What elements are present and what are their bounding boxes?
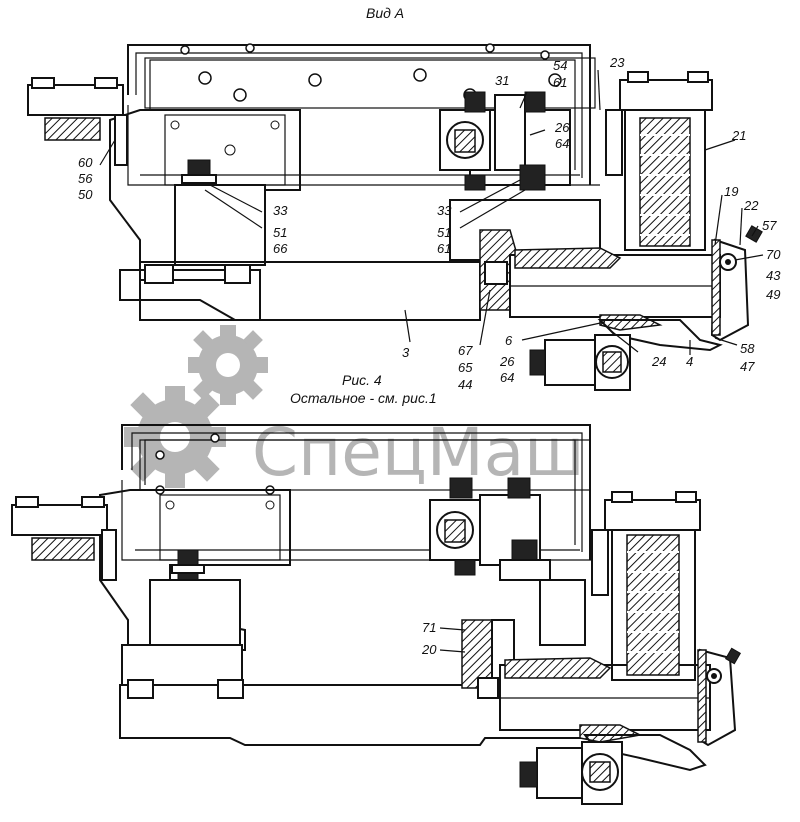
callout-26: 26 xyxy=(554,120,570,135)
callout-21: 21 xyxy=(731,128,746,143)
callout-51-right: 51 xyxy=(437,225,451,240)
callout-57: 57 xyxy=(762,218,777,233)
callout-33: 33 xyxy=(273,203,288,218)
callout-58: 58 xyxy=(740,341,755,356)
top-view: Вид А 54 61 23 31 26 64 21 60 56 50 33 5… xyxy=(27,5,781,392)
callout-31: 31 xyxy=(495,73,509,88)
figure-note: Остальное - см. рис.1 xyxy=(290,390,437,406)
callout-6: 6 xyxy=(505,333,513,348)
callout-56: 56 xyxy=(78,171,93,186)
callout-33-right: 33 xyxy=(437,203,452,218)
callout-65: 65 xyxy=(458,360,473,375)
callout-51: 51 xyxy=(273,225,287,240)
callout-44: 44 xyxy=(458,377,472,392)
bottom-view: 71 20 xyxy=(11,424,742,805)
callout-67: 67 xyxy=(458,343,473,358)
gear-icon xyxy=(188,325,268,405)
figure-caption: Рис. 4 xyxy=(342,372,382,388)
callout-54: 54 xyxy=(553,58,567,73)
callout-3: 3 xyxy=(402,345,410,360)
view-caption: Вид А xyxy=(366,5,404,21)
callout-26-bottom: 26 xyxy=(499,354,515,369)
callout-49: 49 xyxy=(766,287,780,302)
callout-71: 71 xyxy=(422,620,436,635)
callout-19: 19 xyxy=(724,184,738,199)
callout-61: 61 xyxy=(553,75,567,90)
callout-23: 23 xyxy=(609,55,625,70)
callout-64-bottom: 64 xyxy=(500,370,514,385)
callout-43: 43 xyxy=(766,268,781,283)
callout-70: 70 xyxy=(766,247,781,262)
callout-66: 66 xyxy=(273,241,288,256)
callout-50: 50 xyxy=(78,187,93,202)
callout-4: 4 xyxy=(686,354,693,369)
callout-47: 47 xyxy=(740,359,755,374)
gear-icon xyxy=(124,386,226,488)
callout-60: 60 xyxy=(78,155,93,170)
callout-24: 24 xyxy=(651,354,666,369)
callout-22: 22 xyxy=(743,198,759,213)
callout-61-right: 61 xyxy=(437,241,451,256)
callout-64: 64 xyxy=(555,136,569,151)
callout-20: 20 xyxy=(421,642,437,657)
watermark: СпецМаш xyxy=(124,325,585,491)
